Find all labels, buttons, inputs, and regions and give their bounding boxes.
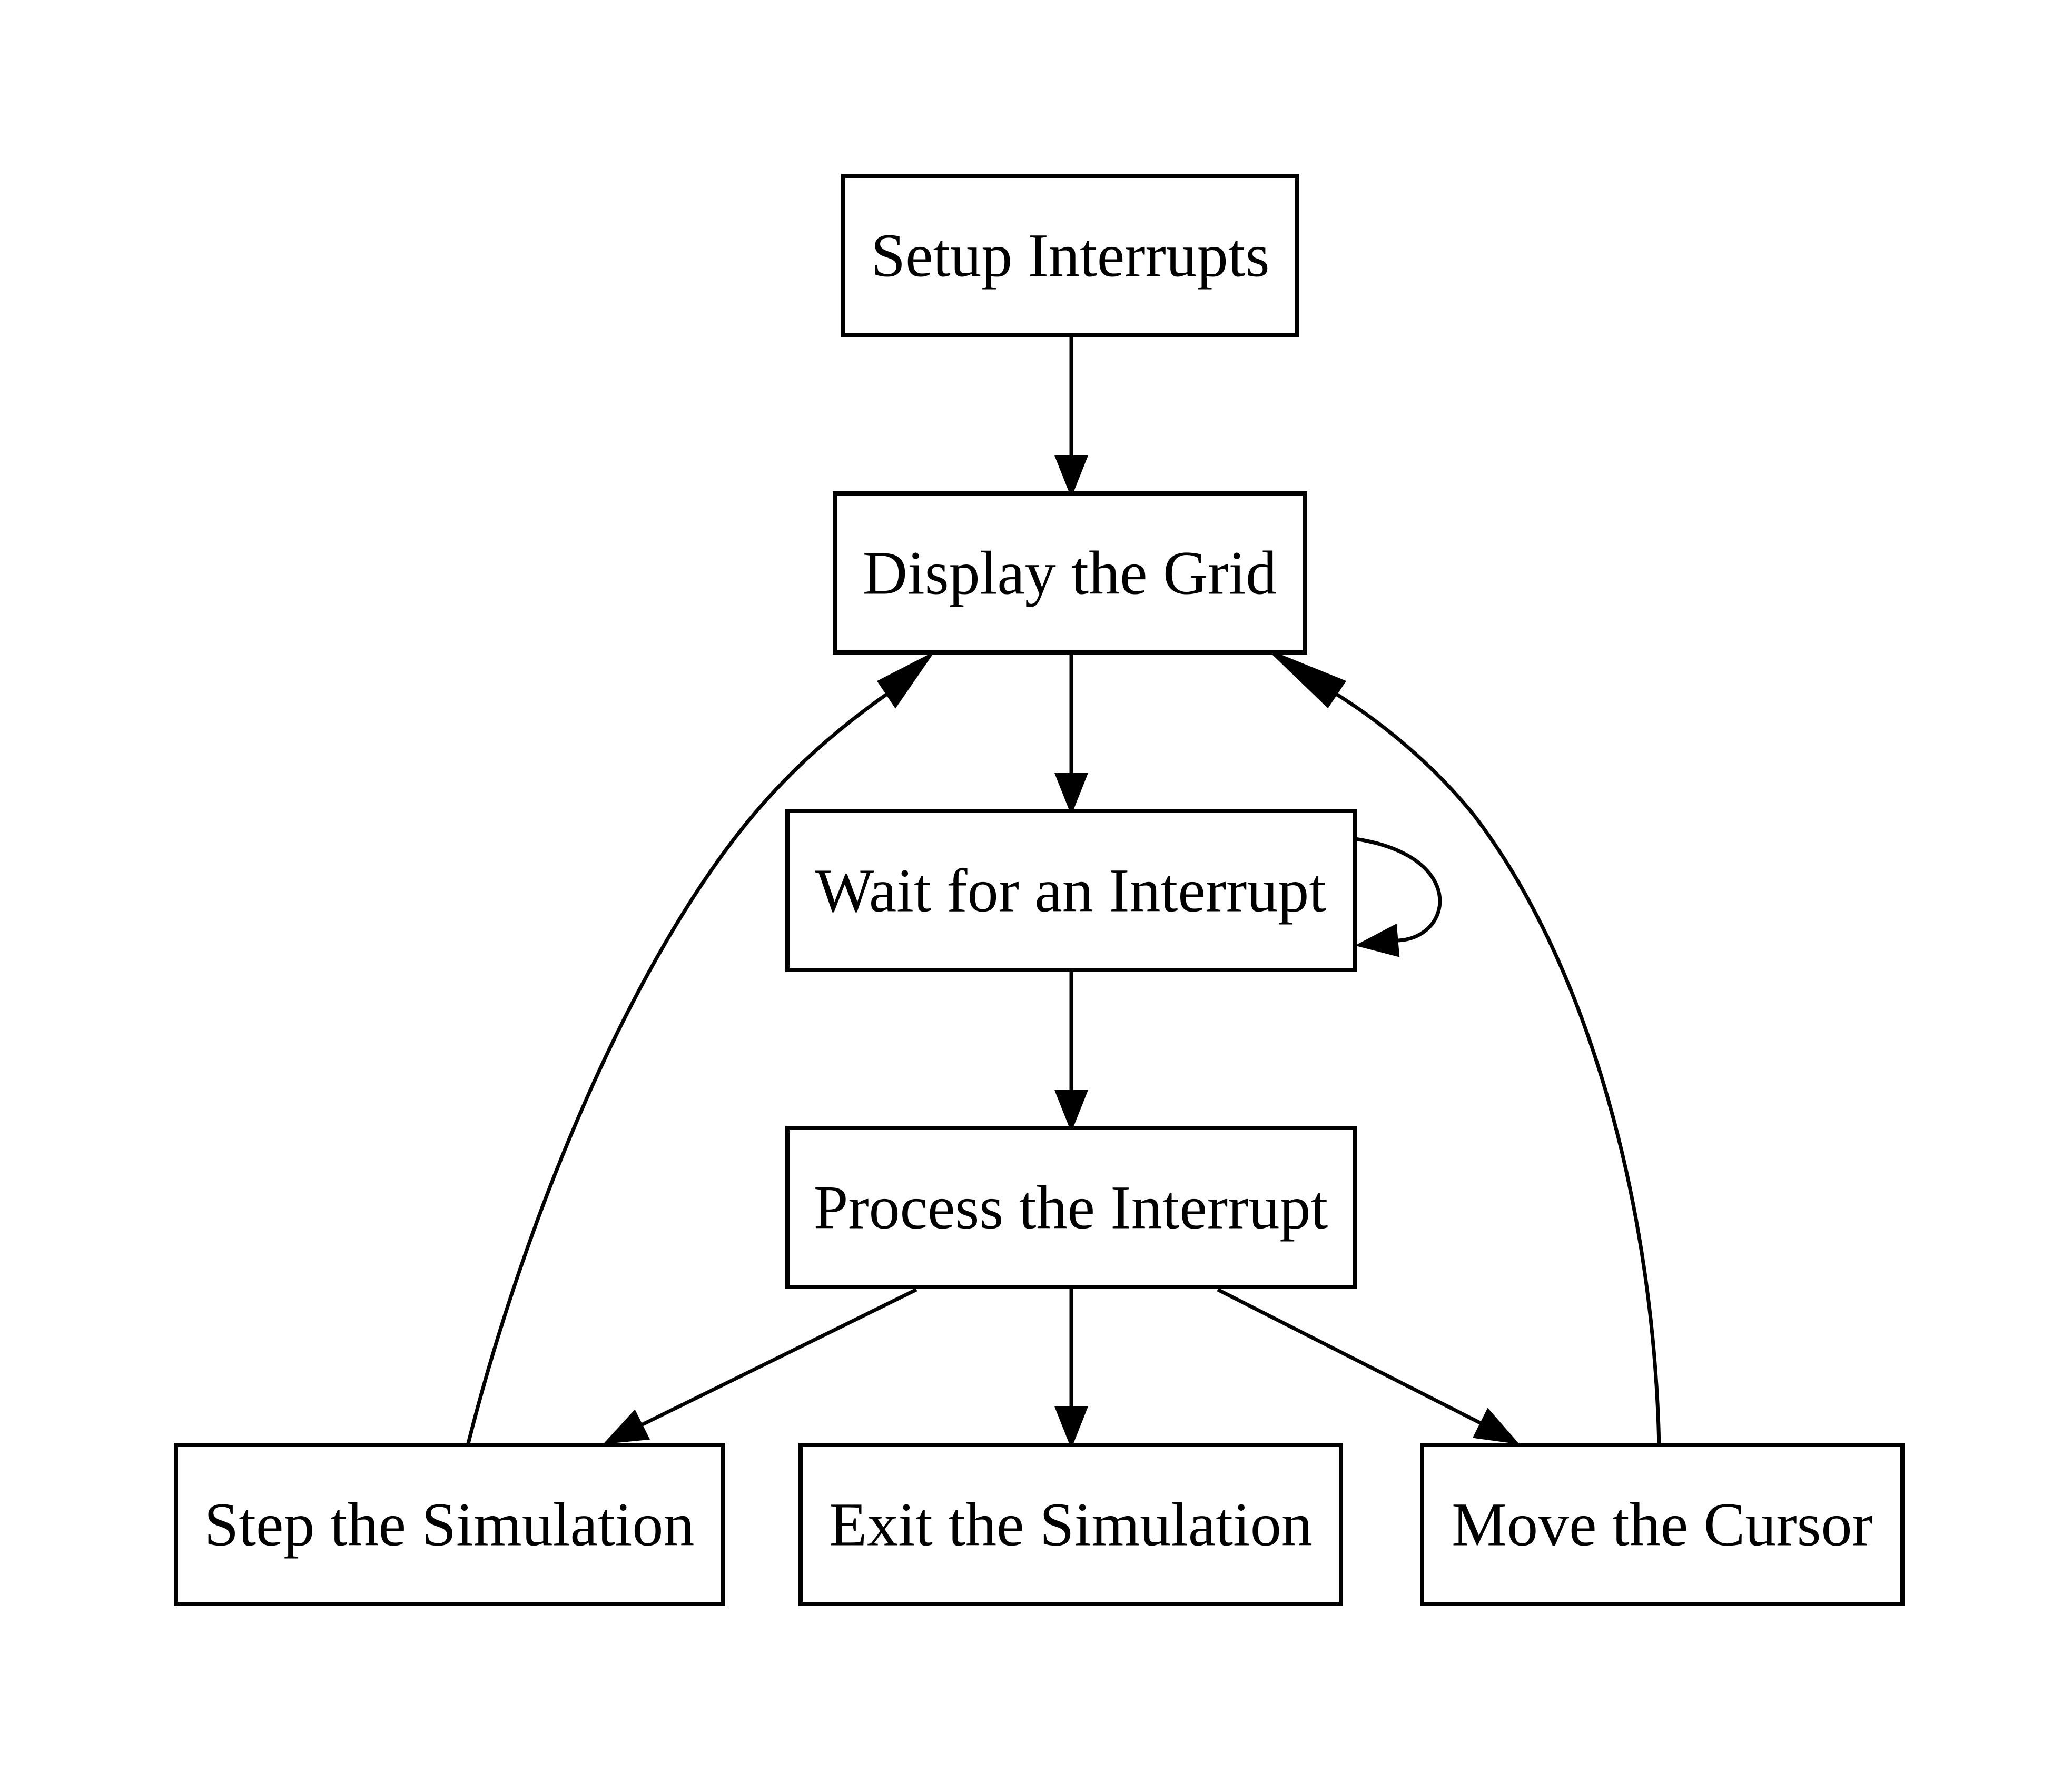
edge-wait-self-loop: [1355, 837, 1442, 957]
node-step-the-simulation: Step the Simulation: [174, 1443, 725, 1606]
edge-step-to-display: [466, 653, 933, 1446]
node-step-the-simulation-label: Step the Simulation: [204, 1490, 695, 1559]
edge-setup-to-display: [1054, 336, 1088, 498]
node-exit-the-simulation: Exit the Simulation: [798, 1443, 1343, 1606]
node-display-the-grid: Display the Grid: [833, 491, 1307, 655]
node-setup-interrupts-label: Setup Interrupts: [871, 221, 1269, 290]
node-wait-for-an-interrupt-label: Wait for an Interrupt: [815, 856, 1326, 925]
node-move-the-cursor-label: Move the Cursor: [1452, 1490, 1873, 1559]
edge-process-to-exit: [1054, 1289, 1088, 1449]
node-display-the-grid-label: Display the Grid: [863, 539, 1277, 608]
edge-move-to-display: [1269, 650, 1661, 1446]
edge-process-to-step: [603, 1287, 917, 1444]
node-wait-for-an-interrupt: Wait for an Interrupt: [785, 809, 1357, 972]
edge-display-to-wait: [1054, 653, 1088, 816]
edge-wait-to-process: [1054, 970, 1088, 1133]
node-process-the-interrupt: Process the Interrupt: [785, 1126, 1357, 1289]
node-exit-the-simulation-label: Exit the Simulation: [829, 1490, 1313, 1559]
edge-process-to-move: [1217, 1287, 1520, 1444]
node-move-the-cursor: Move the Cursor: [1420, 1443, 1905, 1606]
node-setup-interrupts: Setup Interrupts: [841, 174, 1299, 337]
node-process-the-interrupt-label: Process the Interrupt: [814, 1173, 1328, 1242]
